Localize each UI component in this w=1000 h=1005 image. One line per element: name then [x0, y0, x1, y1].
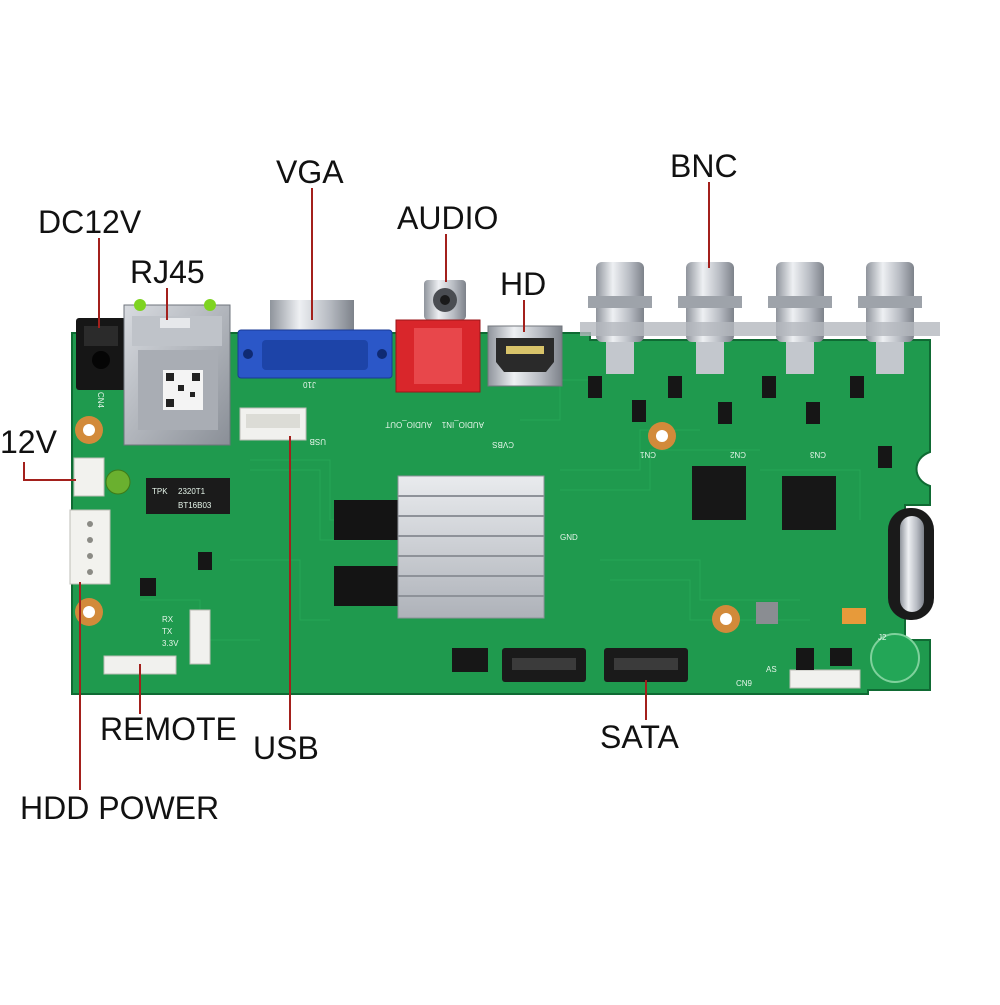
right-header	[789, 669, 861, 689]
silk-j10: J10	[303, 380, 316, 389]
ram-chip-1	[334, 500, 404, 540]
silk-cvbs: CVBS	[492, 440, 514, 449]
tpk-chip-text-1: TPK	[152, 487, 168, 496]
label-audio: AUDIO	[397, 200, 499, 236]
usb-connector	[239, 407, 307, 441]
hdd-power-connector	[69, 509, 111, 585]
silk-j2: J2	[878, 633, 887, 642]
label-usb: USB	[253, 730, 319, 766]
silk-cn9: CN9	[736, 679, 753, 688]
tpk-chip-text-3: BT16B03	[178, 501, 212, 510]
silk-tx: TX	[162, 627, 173, 636]
hdmi-port	[487, 325, 563, 387]
mounting-holes	[75, 416, 920, 683]
chip-video-1	[692, 466, 746, 520]
silk-cn3: CN3	[809, 450, 826, 459]
silk-cn2: CN2	[729, 450, 746, 459]
silk-audio-out: AUDIO_OUT	[385, 420, 432, 429]
coin-battery	[888, 508, 934, 620]
twelve-v-connector	[73, 457, 105, 497]
label-sata: SATA	[600, 719, 679, 755]
label-dc12v: DC12V	[38, 204, 142, 240]
label-rj45: RJ45	[130, 254, 205, 290]
ram-chip-2	[334, 566, 404, 606]
chip-small	[452, 648, 488, 672]
vga-connector	[237, 300, 393, 379]
label-vga: VGA	[276, 154, 344, 190]
silk-rx: RX	[162, 615, 174, 624]
small-header	[189, 609, 211, 665]
rj45-port	[123, 299, 231, 446]
label-12v: 12V	[0, 424, 57, 460]
sata-connectors	[502, 648, 688, 682]
silk-gnd: GND	[560, 533, 578, 542]
inductor	[756, 602, 778, 624]
leader-12v	[23, 462, 76, 481]
chip-video-2	[782, 476, 836, 530]
silk-cn1: CN1	[639, 450, 656, 459]
heatsink	[397, 475, 545, 619]
silk-audio-in: AUDIO_IN1	[441, 420, 484, 429]
tpk-chip: TPK 2320T1 BT16B03	[146, 478, 230, 514]
silk-as: AS	[766, 665, 777, 674]
bnc-connectors	[580, 262, 940, 374]
silk-cn4: CN4	[96, 392, 105, 409]
leader-lines	[23, 182, 710, 790]
label-remote: REMOTE	[100, 711, 237, 747]
silk-usb: USB	[310, 437, 326, 446]
audio-rca	[395, 280, 481, 393]
silk-3v3: 3.3V	[162, 639, 179, 648]
dc12v-jack	[76, 318, 126, 390]
small-components	[140, 376, 892, 670]
label-bnc: BNC	[670, 148, 738, 184]
capacitor	[105, 469, 131, 495]
label-hd: HD	[500, 266, 547, 302]
label-hdd-power: HDD POWER	[20, 790, 220, 826]
tpk-chip-text-2: 2320T1	[178, 487, 206, 496]
orange-chip	[842, 608, 866, 624]
